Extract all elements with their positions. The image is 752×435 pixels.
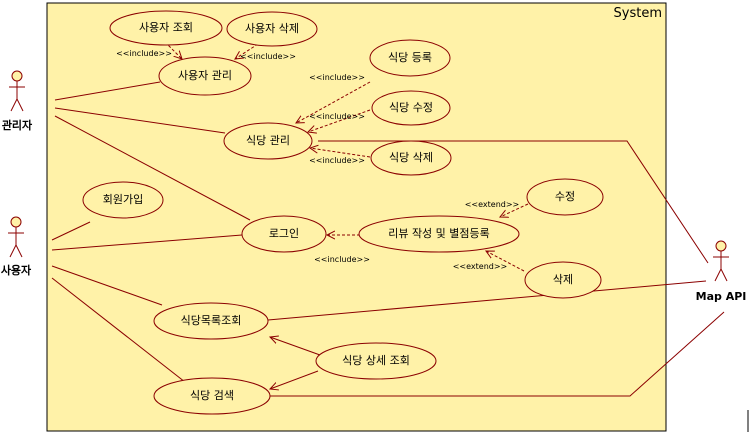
usecases: 사용자 조회 사용자 삭제 사용자 관리 식당 등록 식당 수정 식당 관리 식…	[82, 10, 604, 415]
usecase-review-edit[interactable]: 수정	[526, 178, 604, 216]
system-label: System	[614, 6, 662, 21]
usecase-rest-list[interactable]: 식당목록조회	[153, 302, 269, 340]
usecase-rest-register[interactable]: 식당 등록	[369, 39, 451, 77]
assoc-admin-user-manage	[54, 81, 161, 101]
usecase-rest-edit[interactable]: 식당 수정	[371, 90, 451, 126]
usecase-label: 사용자 삭제	[245, 22, 299, 35]
usecase-label: 로그인	[269, 227, 299, 240]
usecase-label: 식당 상세 조회	[342, 354, 410, 367]
assoc-user-rest-list	[51, 265, 163, 306]
assoc-user-login	[51, 234, 243, 251]
usecase-rest-manage[interactable]: 식당 관리	[223, 122, 313, 160]
usecase-label: 사용자 관리	[178, 69, 232, 82]
usecase-label: 삭제	[553, 273, 573, 286]
dependencies	[164, 41, 529, 272]
dep-rest-delete-include	[310, 148, 371, 158]
actor-label: 관리자	[2, 118, 33, 132]
include-label: <<include>>	[309, 112, 365, 121]
directed-associations	[270, 337, 321, 389]
usecase-user-manage[interactable]: 사용자 관리	[158, 56, 252, 96]
include-label: <<include>>	[240, 52, 296, 61]
dep-review-delete-extend	[486, 251, 525, 272]
usecase-user-delete[interactable]: 사용자 삭제	[226, 11, 318, 47]
usecase-label: 식당 삭제	[389, 151, 433, 164]
dep-user-delete-include	[235, 43, 259, 59]
assoc-admin-login	[54, 115, 251, 221]
usecase-label: 식당목록조회	[181, 314, 242, 327]
usecase-label: 식당 검색	[190, 389, 234, 402]
usecase-rest-detail[interactable]: 식당 상세 조회	[315, 342, 437, 380]
usecase-login[interactable]: 로그인	[241, 215, 327, 253]
include-label: <<include>>	[309, 156, 365, 165]
usecase-label: 사용자 조회	[139, 21, 193, 34]
dep-review-edit-extend	[500, 203, 529, 217]
usecase-label: 리뷰 작성 및 별점등록	[388, 227, 490, 240]
actor-admin[interactable]: 관리자	[2, 70, 33, 132]
include-label: <<include>>	[309, 73, 365, 82]
assoc-detail-to-search	[270, 370, 319, 389]
extend-label: <<extend>>	[465, 200, 520, 209]
usecase-user-view[interactable]: 사용자 조회	[109, 10, 223, 46]
usecase-label: 회원가입	[103, 193, 143, 206]
usecase-rest-search[interactable]: 식당 검색	[153, 377, 271, 415]
assoc-map-rest-list	[267, 280, 707, 321]
usecase-label: 수정	[555, 190, 575, 203]
usecase-review[interactable]: 리뷰 작성 및 별점등록	[358, 215, 520, 253]
usecase-label: 식당 수정	[389, 101, 433, 114]
assoc-user-signup	[51, 221, 91, 241]
dep-rest-register-include	[296, 81, 371, 123]
usecase-label: 식당 관리	[246, 134, 290, 147]
assoc-map-rest-search	[270, 311, 725, 397]
dep-rest-edit-include	[308, 109, 371, 132]
assoc-detail-to-list	[270, 337, 321, 356]
usecase-rest-delete[interactable]: 식당 삭제	[370, 140, 452, 176]
include-label: <<include>>	[314, 255, 370, 264]
assoc-admin-rest-manage	[54, 107, 226, 134]
actor-map-api[interactable]: Map API	[696, 240, 747, 303]
actor-user[interactable]: 사용자	[1, 216, 32, 277]
usecase-signup[interactable]: 회원가입	[82, 181, 164, 219]
usecase-label: 식당 등록	[388, 51, 432, 64]
assoc-user-rest-search	[51, 277, 186, 383]
extend-label: <<extend>>	[453, 262, 508, 271]
actor-label: 사용자	[1, 263, 32, 277]
include-label: <<include>>	[116, 49, 172, 58]
usecase-review-delete[interactable]: 삭제	[524, 261, 602, 299]
dep-user-view-include	[164, 41, 182, 59]
actor-label: Map API	[696, 290, 747, 303]
